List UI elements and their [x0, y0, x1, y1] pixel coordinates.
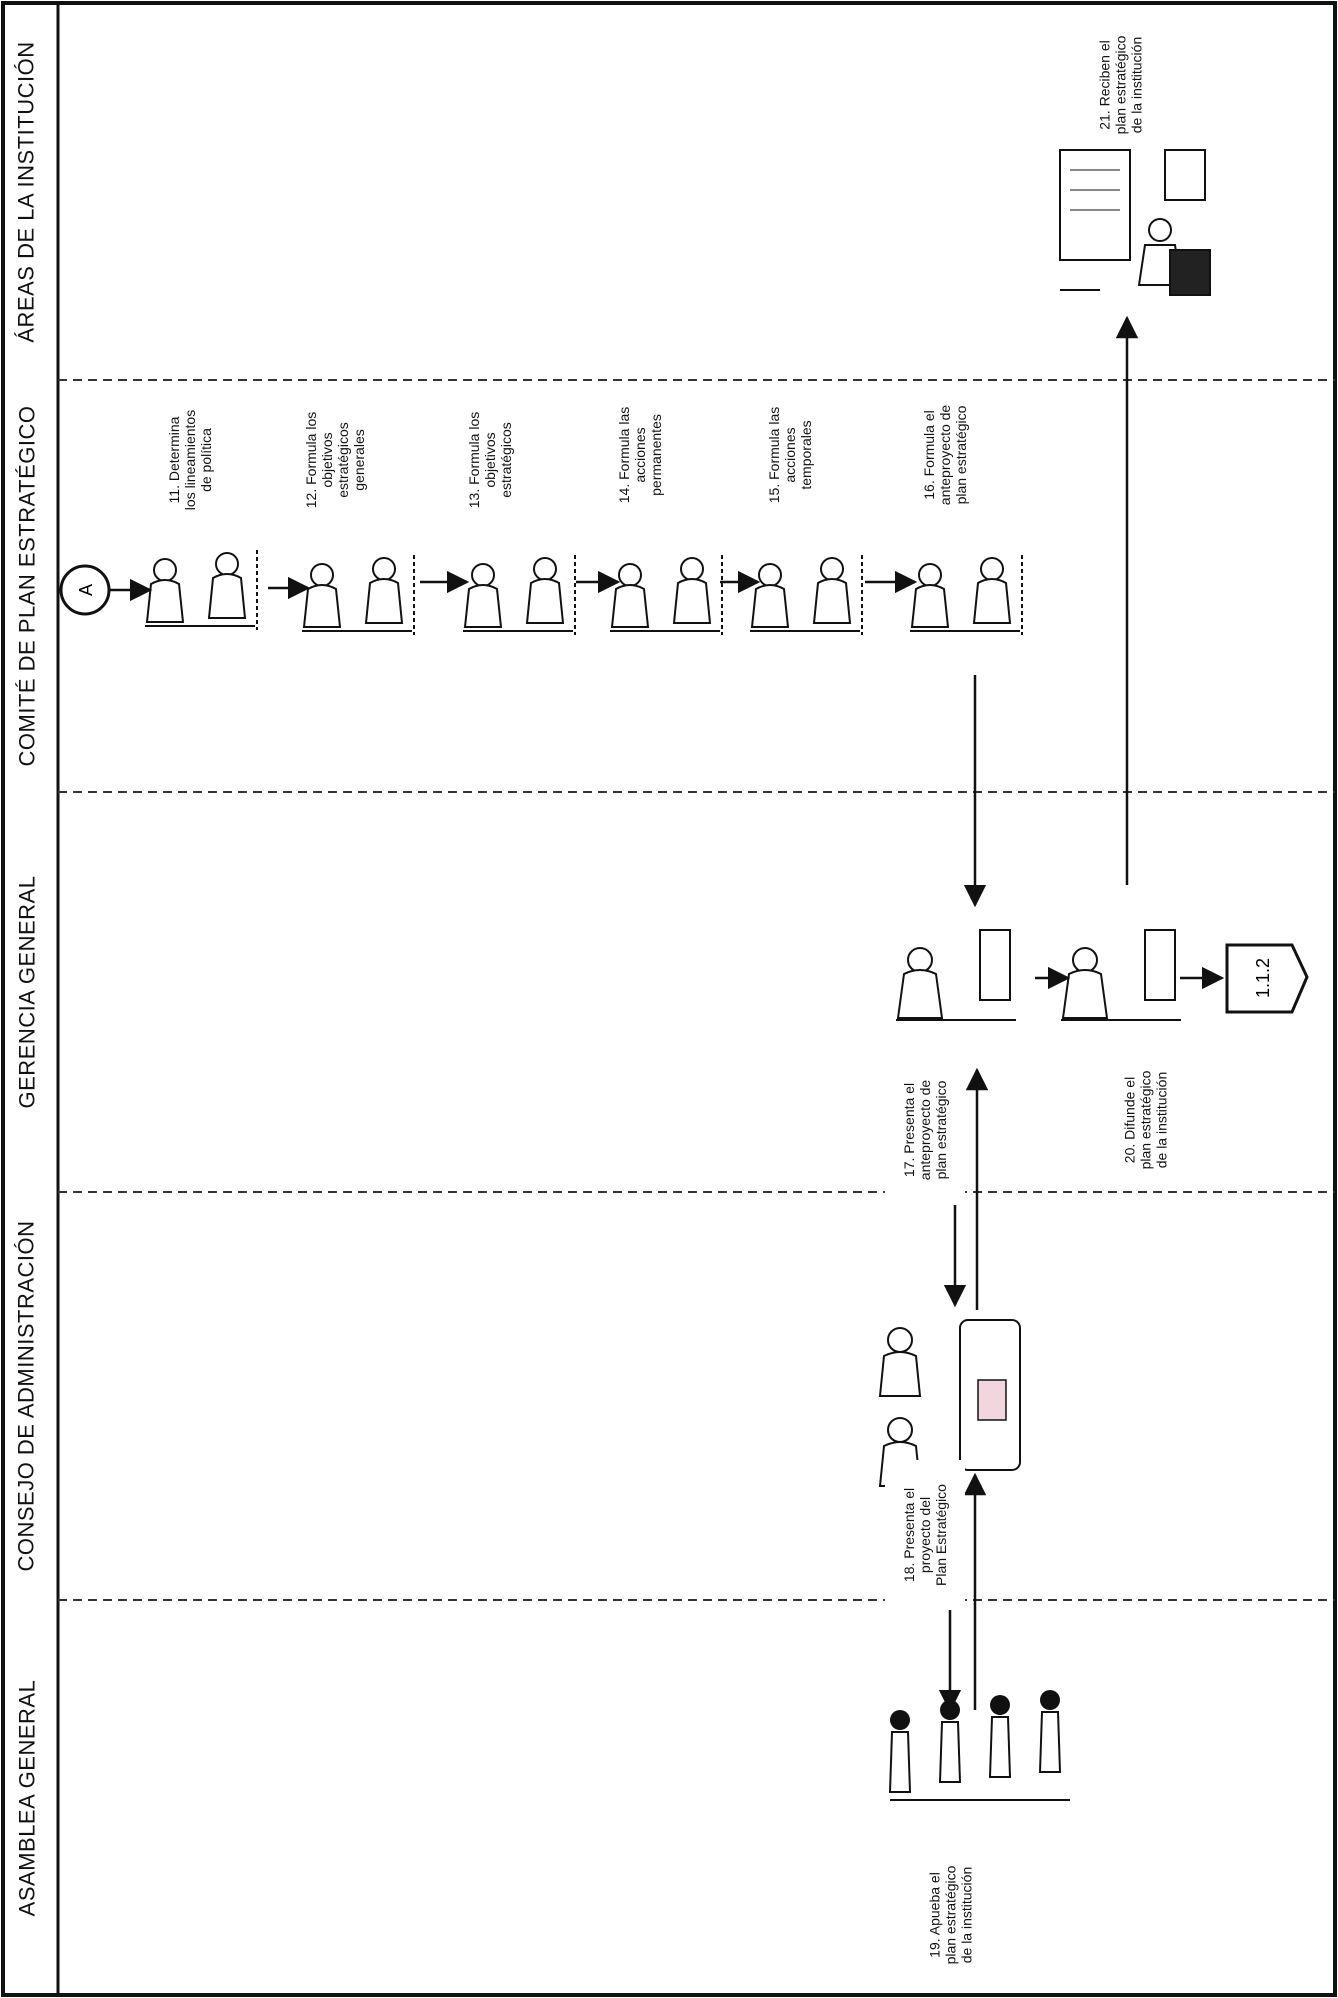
committee-figures — [145, 550, 1022, 635]
outer-border — [3, 3, 1335, 1995]
end-connector-label: 1.1.2 — [1253, 958, 1273, 998]
lane-title-gerencia: GERENCIA GENERAL — [0, 792, 56, 1192]
areas-figures — [1060, 150, 1210, 295]
lane-title-areas: ÁREAS DE LA INSTITUCIÓN — [0, 3, 56, 380]
lane-title-comite: COMITÉ DE PLAN ESTRATÉGICO — [0, 380, 56, 792]
asamblea-figures — [890, 1690, 1070, 1800]
end-connector: 1.1.2 — [1227, 945, 1307, 1012]
start-connector: A — [61, 566, 109, 614]
flow-arrows — [110, 318, 1222, 1710]
lane-title-asamblea: ASAMBLEA GENERAL — [0, 1600, 56, 1995]
gerencia-figures — [896, 930, 1181, 1020]
start-connector-label: A — [76, 584, 96, 596]
lane-title-consejo: CONSEJO DE ADMINISTRACIÓN — [0, 1192, 56, 1600]
